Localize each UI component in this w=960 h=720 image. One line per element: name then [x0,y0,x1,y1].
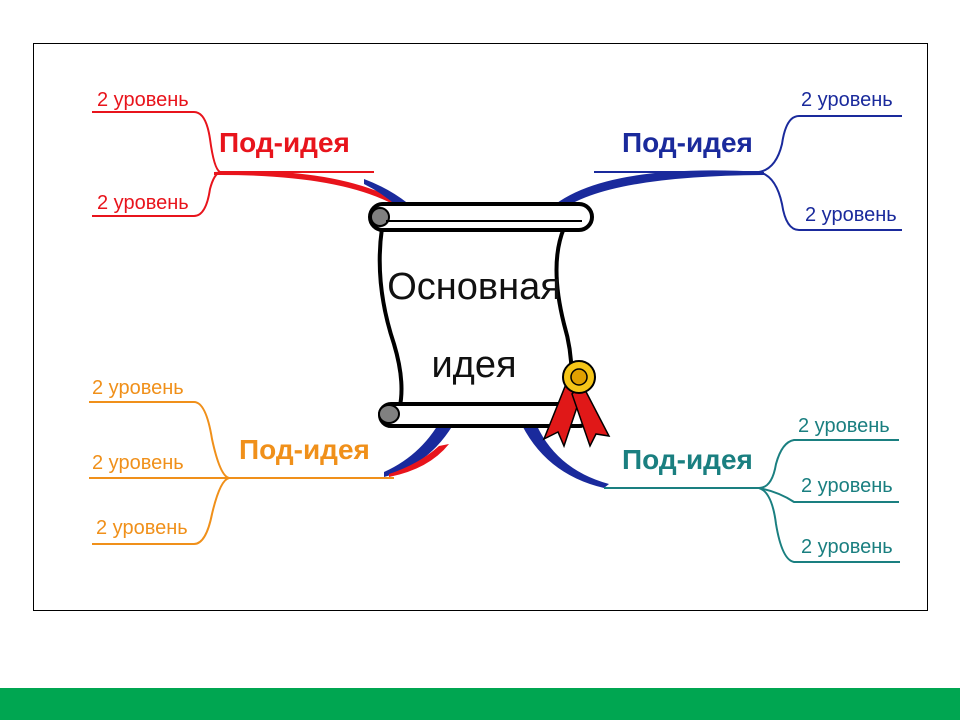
top-left-subidea-title: Под-идея [219,127,350,158]
central-idea-line2: идея [431,344,516,386]
bottom-left-level2-2: 2 уровень [92,452,184,474]
mind-map-diagram: Основная идея Под-идея 2 уровень 2 урове… [89,89,902,563]
top-right-level2-2: 2 уровень [805,204,897,226]
top-right-connector [544,170,764,214]
top-left-level2-1: 2 уровень [97,89,189,111]
bottom-left-level2-1: 2 уровень [92,377,184,399]
bottom-left-level2-3: 2 уровень [96,517,188,539]
bottom-right-level2-3: 2 уровень [801,536,893,558]
top-left-level2-2: 2 уровень [97,192,189,214]
central-scroll [368,202,594,428]
top-right-subidea-title: Под-идея [622,127,753,158]
bottom-left-connector-red [389,444,449,477]
branch-bottom-left-lines [89,401,394,545]
bottom-right-level2-2: 2 уровень [801,475,893,497]
footer-accent-bar [0,688,960,720]
diagram-frame: Основная идея Под-идея 2 уровень 2 урове… [33,43,928,611]
medal-ribbon-icon [542,360,611,449]
branch-bottom-right-lines [604,439,900,563]
bottom-left-subidea-title: Под-идея [239,434,370,465]
central-idea-line1: Основная [387,266,561,308]
bottom-right-subidea-title: Под-идея [622,444,753,475]
top-right-level2-1: 2 уровень [801,89,893,111]
bottom-right-level2-1: 2 уровень [798,415,890,437]
branch-top-right-lines [594,115,902,231]
bottom-right-connector [519,419,609,488]
branch-top-left-lines [92,111,374,217]
bottom-left-connector [384,414,459,477]
